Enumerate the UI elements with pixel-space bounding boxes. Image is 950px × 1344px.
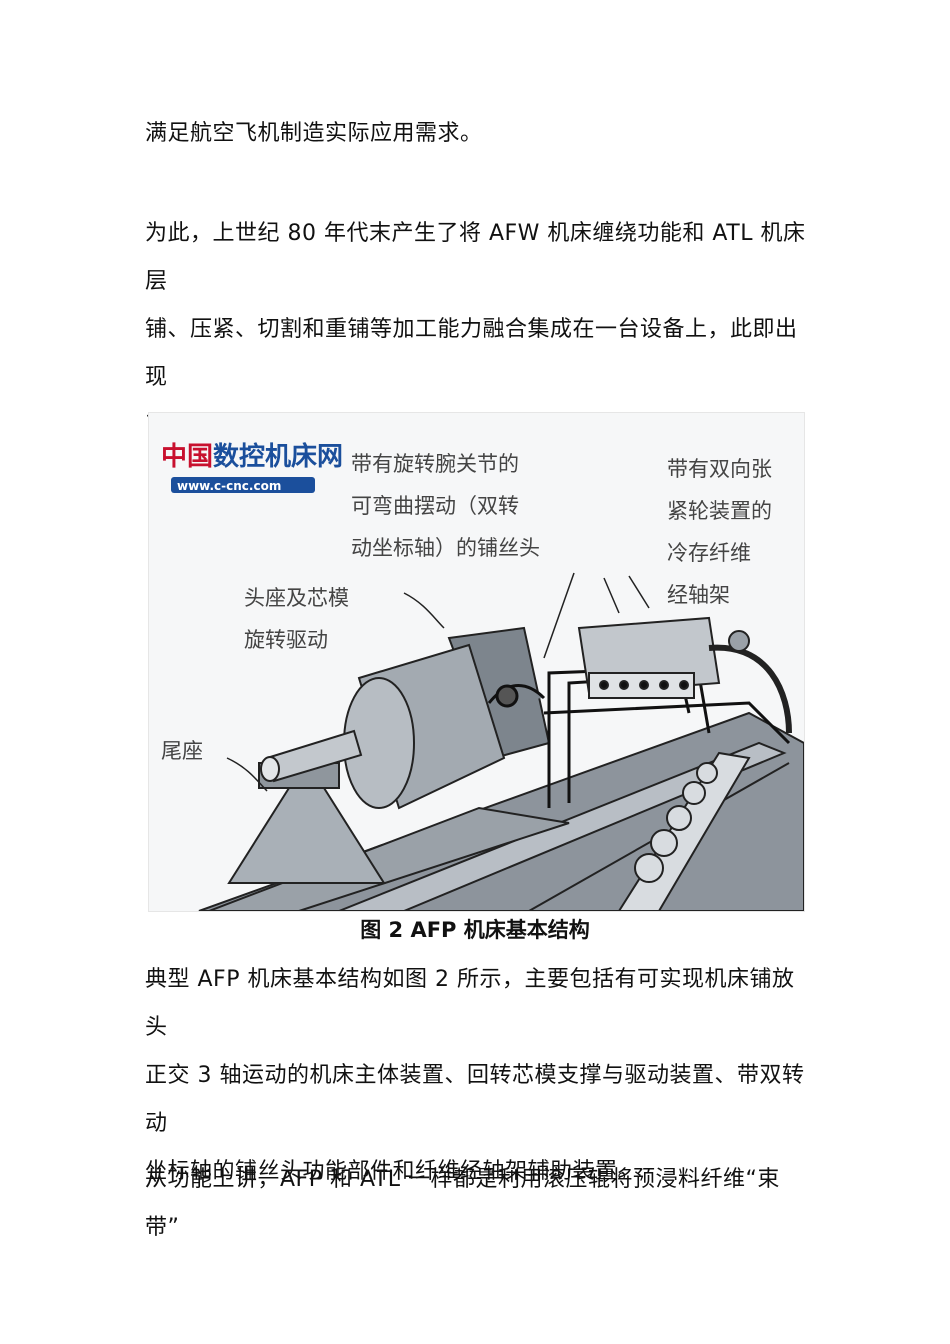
paragraph-2-line-1: 为此，上世纪 80 年代末产生了将 AFW 机床缠绕功能和 ATL 机床层 [145, 221, 806, 294]
svg-text:www.c-cnc.com: www.c-cnc.com [177, 479, 281, 493]
paragraph-3-line-3: 坐标轴的铺丝头功能部件和纤维经轴架辅助装置。 [145, 1159, 641, 1184]
label-head-line-1: 带有旋转腕关节的 [351, 452, 519, 476]
cable-chain [617, 751, 751, 911]
paragraph-1: 满足航空飞机制造实际应用需求。 [145, 121, 483, 146]
svg-text:中国数控机床网: 中国数控机床网 [161, 441, 343, 472]
paragraph-3-line-1: 典型 AFP 机床基本结构如图 2 所示，主要包括有可实现机床铺放头 [145, 967, 795, 1040]
label-creel-line-1: 带有双向张 [667, 457, 772, 481]
label-creel-line-3: 冷存纤维 [667, 541, 751, 565]
paragraph-3-line-2: 正交 3 轴运动的机床主体装置、回转芯模支撑与驱动装置、带双转动 [145, 1063, 805, 1136]
paragraph-4: 从功能上讲，AFP 和 ATL 一样都是利用滚压辊将预浸料纤维“束带” [145, 1167, 780, 1240]
label-filament-head: 带有旋转腕关节的 可弯曲摆动（双转 动坐标轴）的铺丝头 [351, 452, 540, 560]
afp-machine-figure: 中国数控机床网 www.c-cnc.com [148, 412, 805, 912]
label-head-line-3: 动坐标轴）的铺丝头 [351, 536, 540, 560]
label-creel-line-4: 经轴架 [667, 583, 730, 607]
fiber-creel [577, 616, 792, 734]
label-mandrel-line-2: 旋转驱动 [244, 628, 328, 652]
label-fiber-creel: 带有双向张 紧轮装置的 冷存纤维 经轴架 [667, 457, 772, 607]
tailstock [227, 729, 386, 884]
headstock-mandrel [343, 626, 551, 810]
afp-machine-illustration: 中国数控机床网 www.c-cnc.com [161, 441, 804, 911]
paragraph-2-line-2: 铺、压紧、切割和重铺等加工能力融合集成在一台设备上，此即出现 [145, 317, 798, 390]
label-headstock-mandrel: 头座及芯模 旋转驱动 [244, 586, 349, 652]
site-logo: 中国数控机床网 www.c-cnc.com [161, 441, 343, 493]
callout-arrows [226, 572, 650, 792]
label-tailstock: 尾座 [161, 739, 203, 763]
label-head-line-2: 可弯曲摆动（双转 [351, 494, 519, 518]
label-creel-line-2: 紧轮装置的 [667, 499, 772, 523]
label-mandrel-line-1: 头座及芯模 [244, 586, 349, 610]
figure-caption: 图 2 AFP 机床基本结构 [360, 918, 590, 942]
paragraph-3: 典型 AFP 机床基本结构如图 2 所示，主要包括有可实现机床铺放头 正交 3 … [145, 956, 810, 1196]
